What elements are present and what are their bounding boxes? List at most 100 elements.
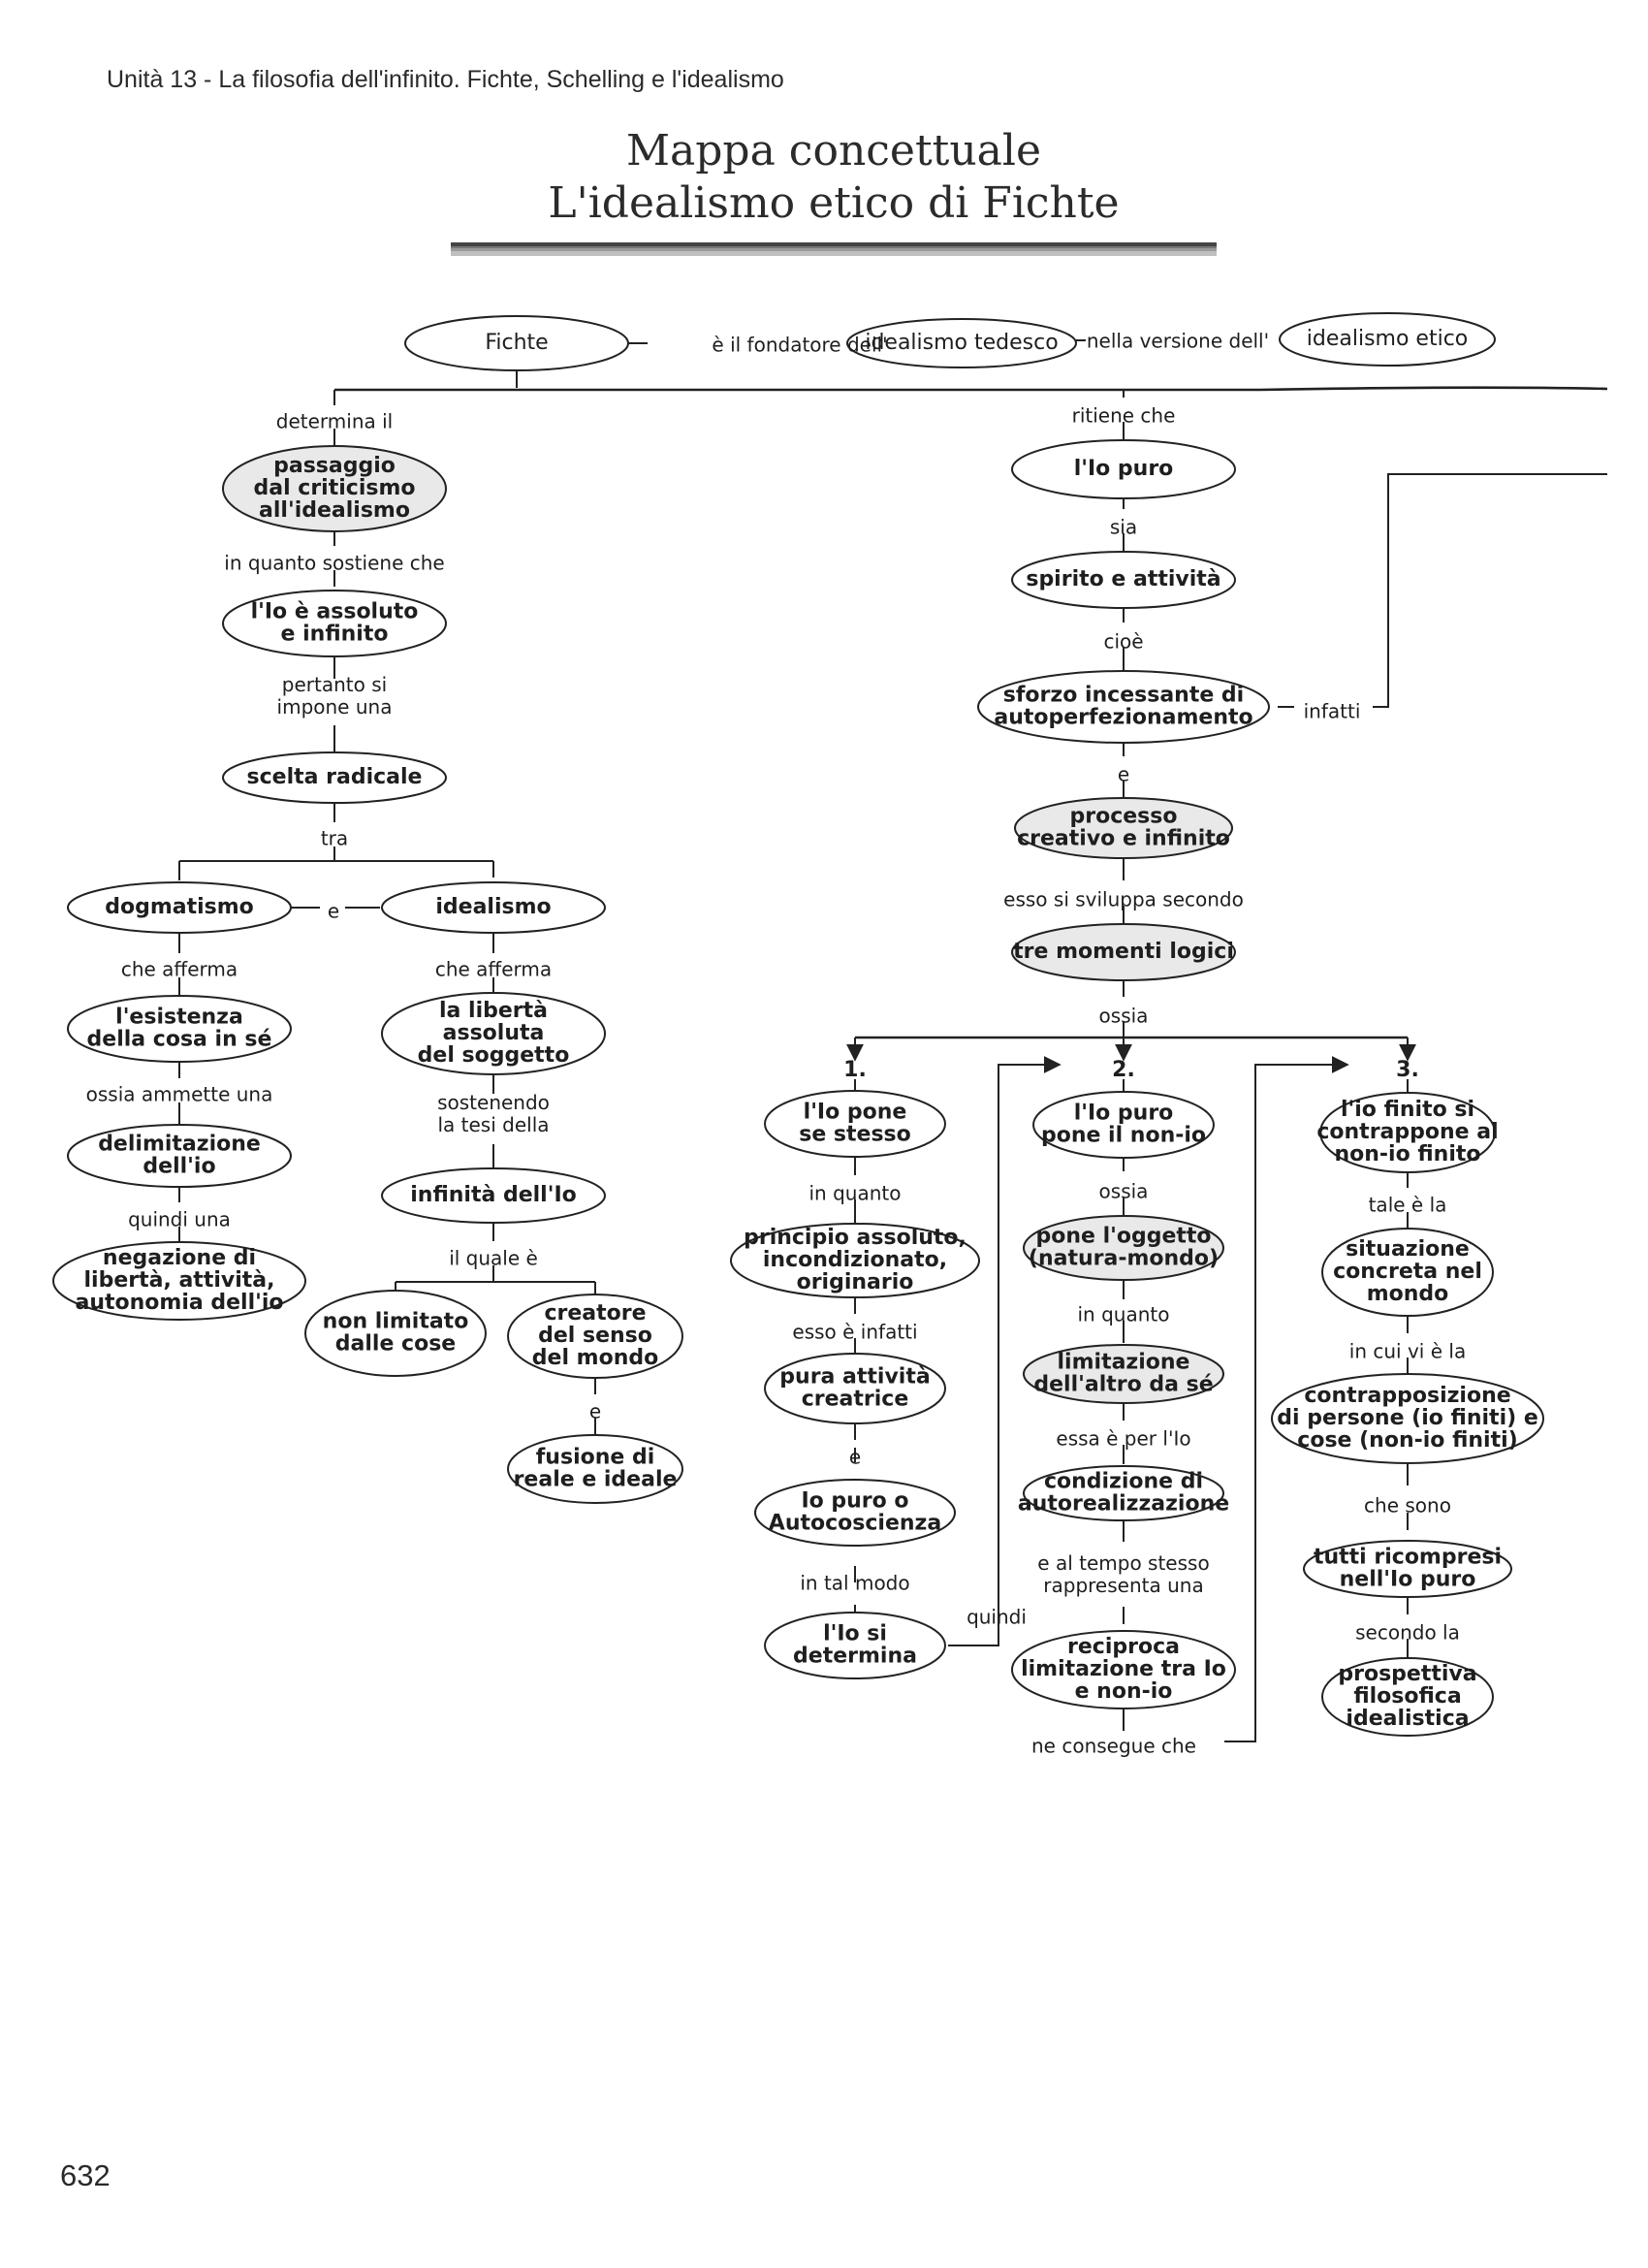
link-labels: è il fondatore dell' nella versione dell'… (86, 330, 1467, 1758)
node-idealismo-tedesco: idealismo tedesco (846, 318, 1077, 368)
node-label: Fichte (485, 331, 548, 355)
node-label: idealismo tedesco (865, 331, 1058, 355)
label-versione: nella versione dell' (1087, 330, 1269, 353)
label-infatti: infatti (1304, 700, 1361, 723)
label-essa-e-per: essa è per l'Io (1056, 1427, 1190, 1451)
node-label: idealismo (435, 895, 551, 919)
label-e-processo: e (1118, 763, 1129, 786)
node-principio-assoluto: principio assoluto,incondizionato,origin… (730, 1223, 980, 1298)
label-num-3: 3. (1396, 1058, 1419, 1082)
node-label: l'Io puro (1074, 457, 1174, 481)
connector-lines (178, 338, 1608, 1742)
label-in-quanto-1: in quanto (809, 1182, 902, 1205)
node-io-puro: l'Io puro (1011, 439, 1236, 499)
label-in-quanto-sostiene: in quanto sostiene che (224, 552, 444, 575)
label-che-afferma-1: che afferma (121, 958, 238, 981)
label-ossia-momenti: ossia (1099, 1005, 1149, 1028)
node-label: idealismo etico (1307, 327, 1469, 351)
node-scelta-radicale: scelta radicale (222, 751, 447, 804)
label-e-fusione: e (589, 1400, 601, 1423)
label-che-sono: che sono (1364, 1494, 1451, 1517)
label-ne-consegue: ne consegue che (1031, 1735, 1196, 1758)
label-in-quanto-2: in quanto (1078, 1303, 1170, 1326)
label-e-autocoscienza: e (849, 1446, 861, 1469)
label-ritiene-che: ritiene che (1072, 404, 1176, 428)
title-underline (451, 242, 1217, 256)
label-tale-e-la: tale è la (1369, 1194, 1447, 1217)
node-label: scelta radicale (247, 765, 423, 789)
node-label: principio assoluto,incondizionato,origin… (744, 1226, 967, 1294)
node-tre-momenti: tre momenti logici (1011, 923, 1236, 981)
label-il-quale-e: il quale è (449, 1247, 538, 1270)
label-fondatore: è il fondatore dell' (712, 334, 887, 357)
node-fichte: Fichte (404, 315, 629, 371)
label-sia: sia (1110, 516, 1137, 539)
node-pone-oggetto: pone l'oggetto(natura-mondo) (1023, 1215, 1224, 1281)
label-ossia-oggetto: ossia (1099, 1180, 1149, 1203)
page-header: Unità 13 - La filosofia dell'infinito. F… (107, 66, 784, 93)
node-dogmatismo: dogmatismo (67, 881, 292, 934)
node-label: infinità dell'Io (410, 1183, 577, 1207)
label-tra: tra (321, 827, 348, 850)
page-number: 632 (60, 2158, 111, 2192)
label-si-sviluppa: esso si sviluppa secondo (1003, 888, 1244, 911)
node-label: pone l'oggetto(natura-mondo) (1029, 1225, 1219, 1271)
node-infinita-io: infinità dell'Io (381, 1167, 606, 1224)
node-spirito-attivita: spirito e attività (1011, 551, 1236, 609)
label-in-tal-modo: in tal modo (800, 1572, 909, 1595)
label-quindi-una: quindi una (128, 1208, 231, 1231)
concept-nodes: Fichte idealismo tedesco idealismo etico pa… (52, 312, 1544, 1737)
label-che-afferma-2: che afferma (435, 958, 552, 981)
node-idealismo: idealismo (381, 881, 606, 934)
label-num-2: 2. (1112, 1058, 1135, 1082)
label-quindi: quindi (967, 1606, 1027, 1629)
label-e-dog-ide: e (328, 900, 339, 923)
node-label: spirito e attività (1026, 567, 1220, 591)
label-in-cui-vi-e: in cui vi è la (1349, 1340, 1466, 1363)
map-title: Mappa concettuale (625, 126, 1042, 176)
label-determina-il: determina il (276, 410, 393, 433)
label-esso-e-infatti: esso è infatti (792, 1321, 917, 1344)
label-cioe: cioè (1103, 630, 1143, 654)
